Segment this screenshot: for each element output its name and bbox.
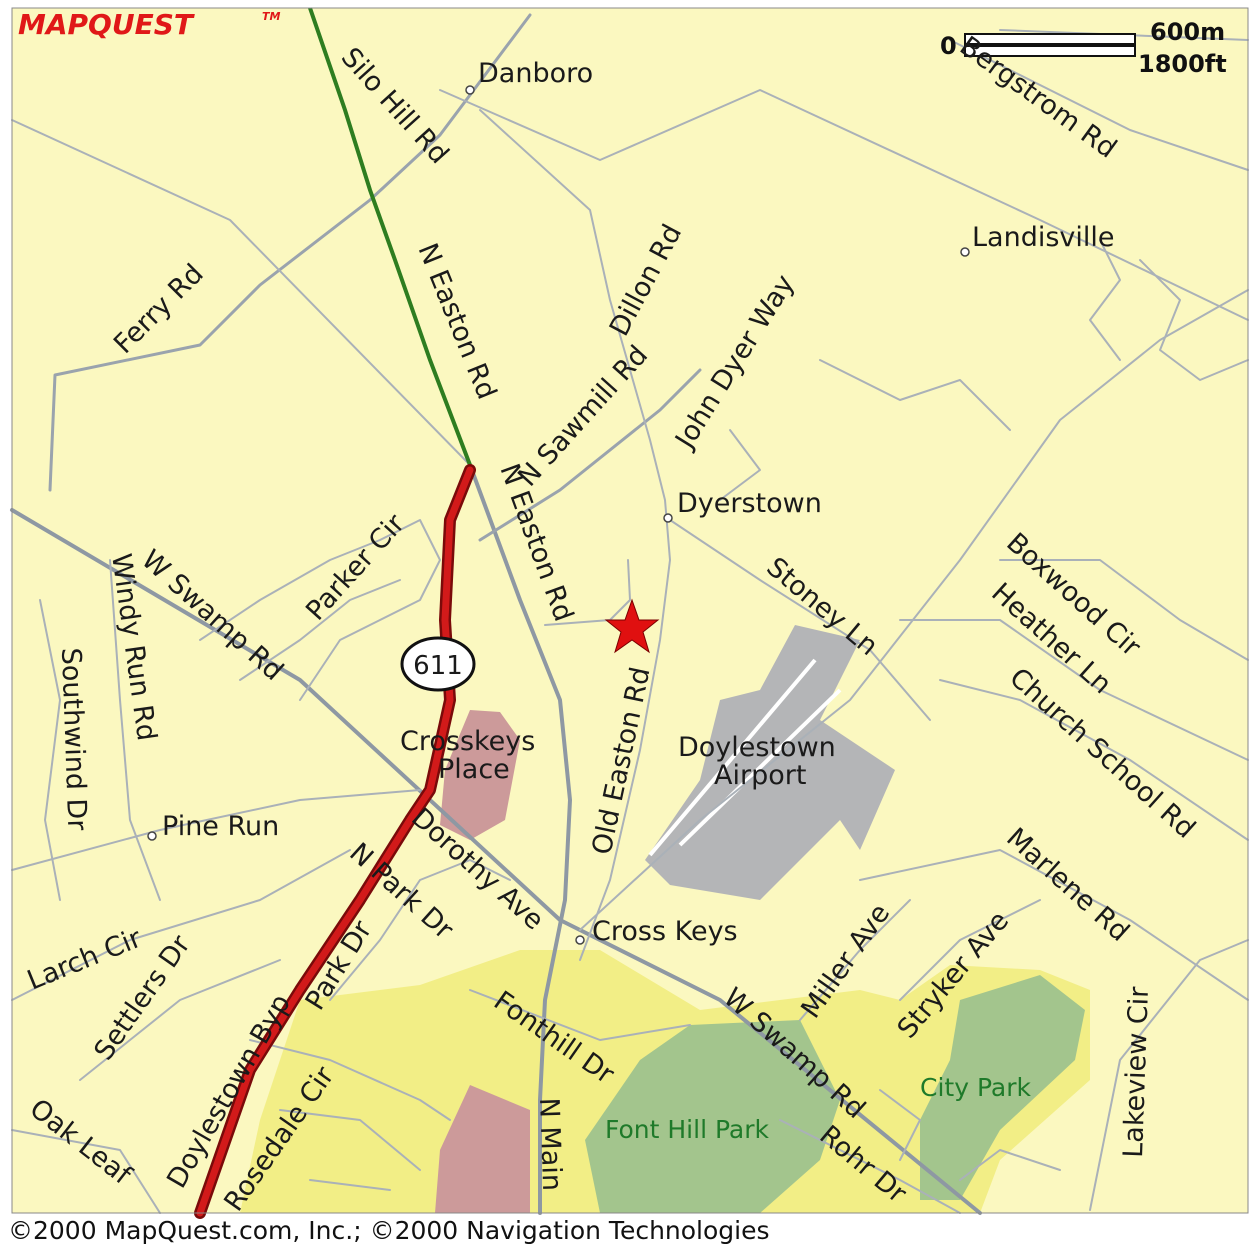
- star-icon[interactable]: [604, 598, 660, 654]
- crosskeys-place-lot: [440, 710, 520, 840]
- place-airport-1: Doylestown: [678, 732, 836, 763]
- park-city: City Park: [920, 1073, 1031, 1102]
- route-611-shield[interactable]: 611: [400, 636, 476, 692]
- logo-text: MAPQUEST: [18, 8, 195, 41]
- copyright-notice: ©2000 MapQuest.com, Inc.; ©2000 Navigati…: [8, 1216, 770, 1245]
- place-dots: [147, 85, 970, 945]
- highway-611-fill: [196, 466, 474, 1217]
- place-crosskeys-1: Crosskeys: [400, 726, 535, 757]
- logo-trademark: TM: [262, 10, 281, 23]
- place-cross-keys: Cross Keys: [592, 916, 738, 947]
- city-park: [920, 975, 1085, 1200]
- place-landisville: Landisville: [972, 222, 1115, 253]
- place-danboro: Danboro: [478, 58, 593, 89]
- road-southwind-dr: Southwind Dr: [55, 647, 92, 832]
- airport-runway: [648, 658, 842, 857]
- road-lakeview-cir: Lakeview Cir: [1118, 985, 1155, 1158]
- scale-imperial: 1800ft: [1138, 50, 1227, 78]
- place-dyerstown: Dyerstown: [677, 488, 822, 519]
- map-border: [11, 7, 1249, 1214]
- route-611-shield-label: 611: [413, 651, 463, 681]
- place-airport-2: Airport: [714, 760, 806, 791]
- road-network: [10, 13, 1249, 1215]
- font-hill-park: [585, 1020, 840, 1213]
- road-n-main: N Main: [533, 1097, 567, 1191]
- doylestown-airport-area: [645, 625, 895, 900]
- route-north: [308, 7, 472, 466]
- commercial-lot-south: [435, 1085, 530, 1213]
- place-crosskeys-2: Place: [438, 754, 510, 785]
- scale-bar: 0 600m 1800ft: [940, 18, 1227, 78]
- scale-zero: 0: [940, 32, 957, 60]
- scale-metric: 600m: [1150, 18, 1225, 46]
- place-pine-run: Pine Run: [162, 811, 279, 842]
- mapquest-logo[interactable]: MAPQUEST TM: [18, 8, 281, 41]
- park-font-hill: Font Hill Park: [605, 1115, 770, 1144]
